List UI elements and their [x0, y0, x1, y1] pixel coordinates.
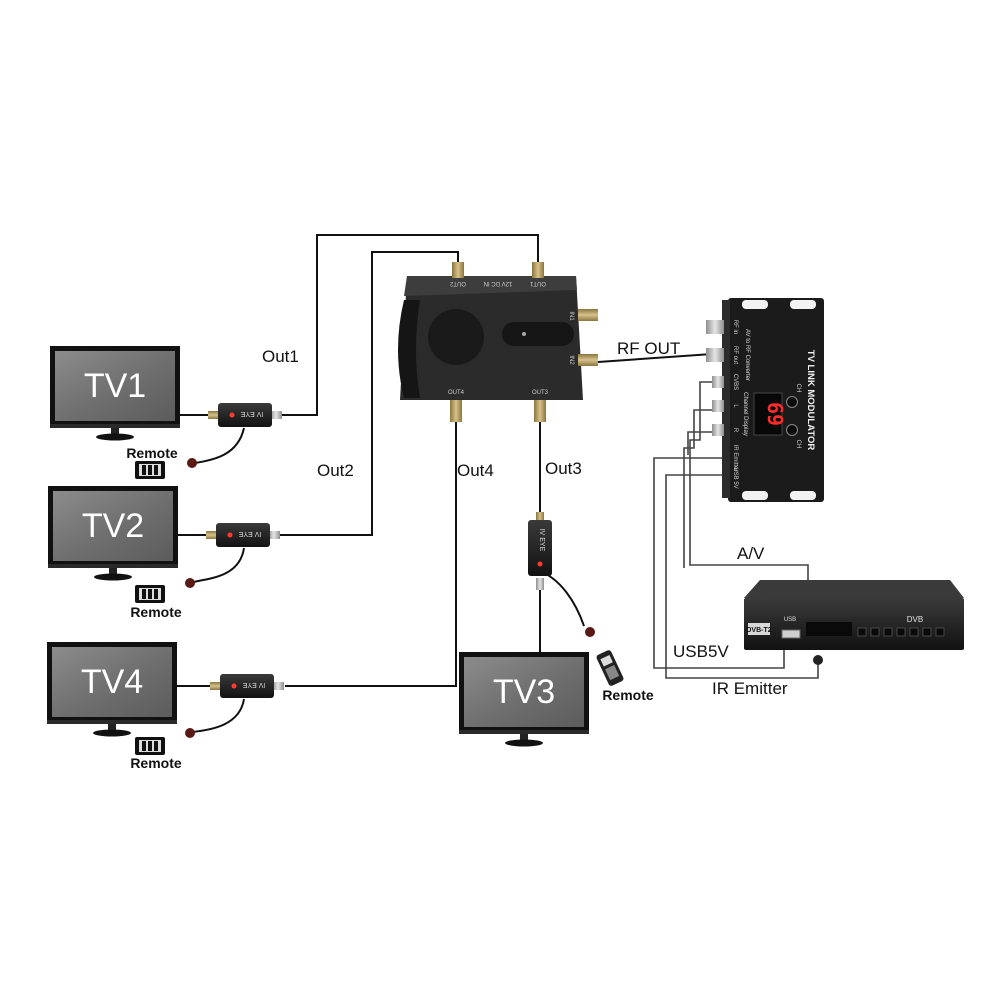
receiver-button[interactable] — [857, 627, 867, 637]
ir-eye-tv2: IV EYE — [206, 523, 280, 547]
remote-label-tv2: Remote — [130, 604, 182, 620]
remote-tv1: Remote — [126, 445, 197, 479]
svg-text:IR Emitter: IR Emitter — [732, 445, 738, 472]
svg-text:IV EYE: IV EYE — [238, 530, 261, 537]
ir-sensor-icon — [187, 458, 197, 468]
ir-emitter-cable — [665, 474, 819, 679]
ir-eye-tv4: IV EYE — [210, 674, 284, 698]
tv-link-modulator: 69 TV LINK MODULATOR AV to RF Converter … — [706, 298, 824, 502]
svg-text:USB 5V: USB 5V — [732, 467, 738, 488]
usb-port — [781, 629, 801, 639]
out4-cable — [285, 422, 457, 687]
remote-label-tv1: Remote — [126, 445, 178, 461]
receiver-button[interactable] — [883, 627, 893, 637]
ir-eye-tv1: IV EYE — [208, 403, 282, 427]
receiver-button[interactable] — [896, 627, 906, 637]
tv4-label: TV4 — [81, 663, 143, 701]
dvb-receiver: DVB-T2 USB DVB — [744, 580, 964, 665]
splitter-amplifier: OUT2 12V DC IN OUT1 OUT4 OUT3 IN1 IN2 — [398, 262, 598, 422]
receiver-button[interactable] — [909, 627, 919, 637]
ir-eye-tv3: IV EYE — [528, 512, 552, 590]
out3-label: Out3 — [545, 459, 582, 478]
ir-sensor-icon — [185, 578, 195, 588]
modulator-title: TV LINK MODULATOR — [805, 350, 816, 451]
out2-cable — [279, 251, 459, 536]
out1-cable — [281, 234, 539, 416]
receiver-button[interactable] — [870, 627, 880, 637]
remote-label-tv3: Remote — [602, 687, 654, 703]
svg-text:CH: CH — [795, 440, 801, 449]
svg-text:IV EYE: IV EYE — [240, 410, 263, 417]
tv3: TV3 — [459, 652, 589, 747]
receiver-usb-label: USB — [784, 617, 796, 623]
av-cable — [689, 381, 809, 590]
labels: Out1 Out2 Out4 Out3 RF OUT A/V USB5V IR … — [262, 339, 788, 698]
svg-text:IV EYE: IV EYE — [242, 681, 265, 688]
modulator-subtitle: AV to RF Converter — [744, 329, 750, 381]
receiver-button[interactable] — [922, 627, 932, 637]
remote-tv3: Remote — [585, 627, 654, 703]
receiver-model: DVB-T2 — [746, 627, 771, 634]
av-label: A/V — [737, 544, 765, 563]
svg-text:IV EYE: IV EYE — [538, 529, 545, 552]
tv1-label: TV1 — [84, 367, 146, 405]
ir-sensor-icon — [585, 627, 595, 637]
modulator-channel-label: Channel Display — [742, 392, 748, 436]
svg-text:CH: CH — [795, 384, 801, 393]
out4-label: Out4 — [457, 461, 494, 480]
receiver-brand: DVB — [907, 615, 923, 624]
usb5v-label: USB5V — [673, 642, 729, 661]
splitter-port-out3: OUT3 — [532, 390, 549, 396]
remote-icon — [596, 650, 624, 686]
remote-tv2: Remote — [130, 578, 195, 620]
tv3-label: TV3 — [493, 673, 555, 711]
channel-down-button[interactable] — [786, 424, 798, 436]
channel-display — [753, 392, 783, 436]
receiver-button[interactable] — [935, 627, 945, 637]
channel-up-button[interactable] — [786, 396, 798, 408]
svg-text:R: R — [732, 428, 738, 433]
ir-emitter-icon — [813, 655, 823, 665]
splitter-port-out4: OUT4 — [448, 390, 465, 396]
svg-text:RF in: RF in — [732, 320, 738, 334]
svg-text:CVBS: CVBS — [732, 374, 738, 390]
rf-out-label: RF OUT — [617, 339, 680, 358]
usb5v-cable — [653, 457, 785, 669]
tv2: TV2 — [48, 486, 178, 581]
ir-sensor-icon — [185, 728, 195, 738]
splitter-port-in1: IN1 — [568, 311, 574, 321]
splitter-port-out2: OUT2 — [449, 280, 466, 286]
tv2-label: TV2 — [82, 507, 144, 545]
out1-label: Out1 — [262, 347, 299, 366]
wires — [176, 234, 819, 733]
ir-emitter-label: IR Emitter — [712, 679, 788, 698]
splitter-port-dc: 12V DC IN — [484, 280, 513, 286]
tv4: TV4 — [47, 642, 177, 737]
remote-tv4: Remote — [130, 728, 195, 771]
svg-text:RF out: RF out — [732, 346, 738, 364]
splitter-port-out1: OUT1 — [529, 280, 546, 286]
channel-display-value: 69 — [763, 402, 787, 426]
remote-label-tv4: Remote — [130, 755, 182, 771]
svg-text:L: L — [732, 404, 738, 408]
tv1: TV1 — [50, 346, 180, 441]
splitter-port-in2: IN2 — [568, 355, 574, 365]
out2-label: Out2 — [317, 461, 354, 480]
